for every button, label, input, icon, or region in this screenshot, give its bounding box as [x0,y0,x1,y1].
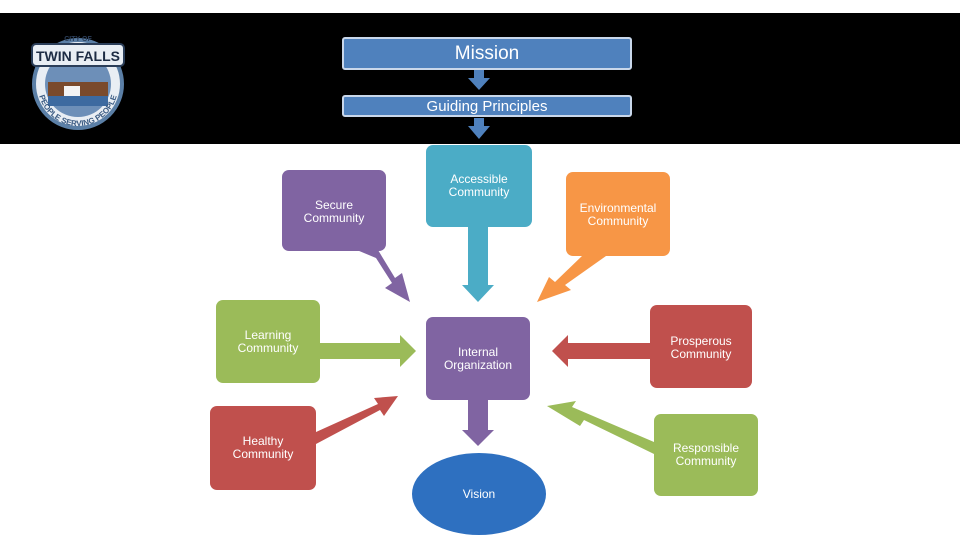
node-vision-label: Vision [462,486,496,501]
node-learning-community: Learning Community [216,300,320,383]
logo-name-text: TWIN FALLS [36,48,120,64]
node-prosperous-community: Prosperous Community [650,305,752,388]
node-prosperous-label: Prosperous Community [670,334,732,361]
node-learning-label: Learning Community [237,328,299,355]
logo-top-text: CITY OF [64,36,92,43]
guiding-principles-box: Guiding Principles [342,95,632,117]
node-responsible-label: Responsible Community [672,441,740,468]
arrow-secure-to-internal [352,248,410,302]
node-accessible-label: Accessible Community [448,172,510,199]
node-internal-label: Internal Organization [443,344,513,372]
guiding-principles-label: Guiding Principles [426,97,548,115]
node-secure-label: Secure Community [303,198,365,225]
node-vision: Vision [412,453,546,535]
node-internal-organization: Internal Organization [426,317,530,400]
node-accessible-community: Accessible Community [426,145,532,227]
arrow-accessible-to-internal [462,226,494,302]
arrow-mission-to-guiding [468,70,490,90]
node-healthy-community: Healthy Community [210,406,316,490]
city-seal-logo: CITY OF TWIN FALLS PEOPLE SERVING PEOPLE [31,36,125,130]
mission-label: Mission [454,42,520,64]
arrow-internal-to-vision [462,400,494,446]
arrow-guiding-to-principles [468,118,490,139]
node-environmental-community: Environmental Community [566,172,670,256]
node-environmental-label: Environmental Community [579,201,657,228]
arrow-prosperous-to-internal [552,335,650,367]
arrow-responsible-to-internal [547,401,654,454]
arrow-environmental-to-internal [537,256,606,302]
node-responsible-community: Responsible Community [654,414,758,496]
node-secure-community: Secure Community [282,170,386,251]
arrow-healthy-to-internal [316,396,398,444]
node-healthy-label: Healthy Community [232,434,294,461]
arrow-learning-to-internal [320,335,416,367]
mission-box: Mission [342,37,632,70]
